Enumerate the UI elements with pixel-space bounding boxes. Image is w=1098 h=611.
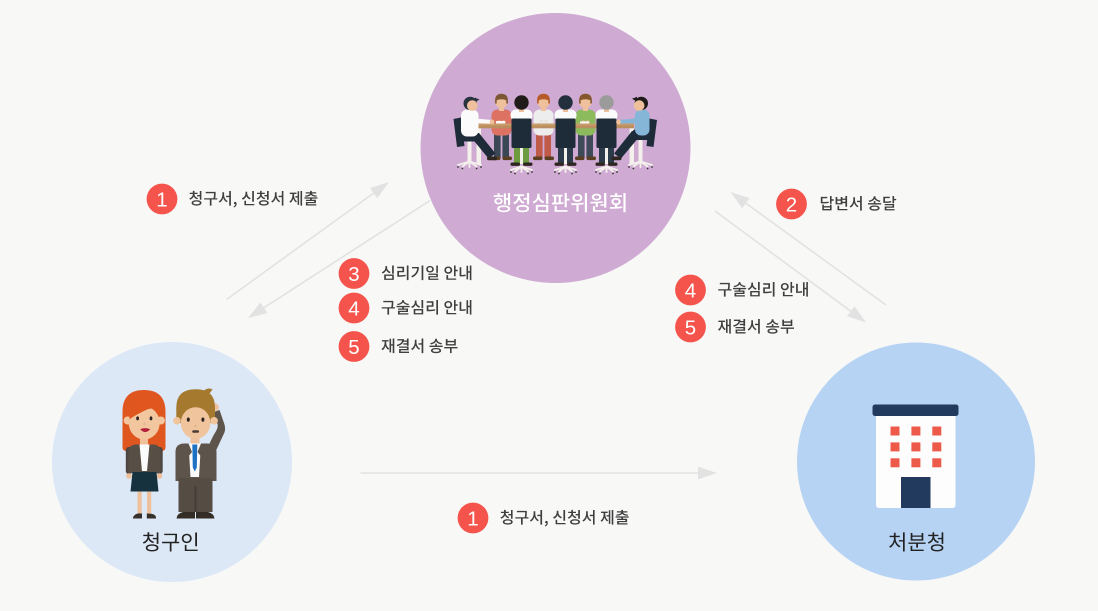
svg-text:5: 5 bbox=[348, 336, 359, 359]
svg-text:1: 1 bbox=[467, 507, 478, 530]
svg-text:4: 4 bbox=[685, 279, 696, 302]
svg-text:1: 1 bbox=[156, 188, 167, 211]
svg-text:2: 2 bbox=[786, 193, 797, 216]
svg-text:3: 3 bbox=[348, 263, 359, 286]
svg-text:5: 5 bbox=[685, 316, 696, 339]
svg-text:4: 4 bbox=[348, 297, 359, 320]
